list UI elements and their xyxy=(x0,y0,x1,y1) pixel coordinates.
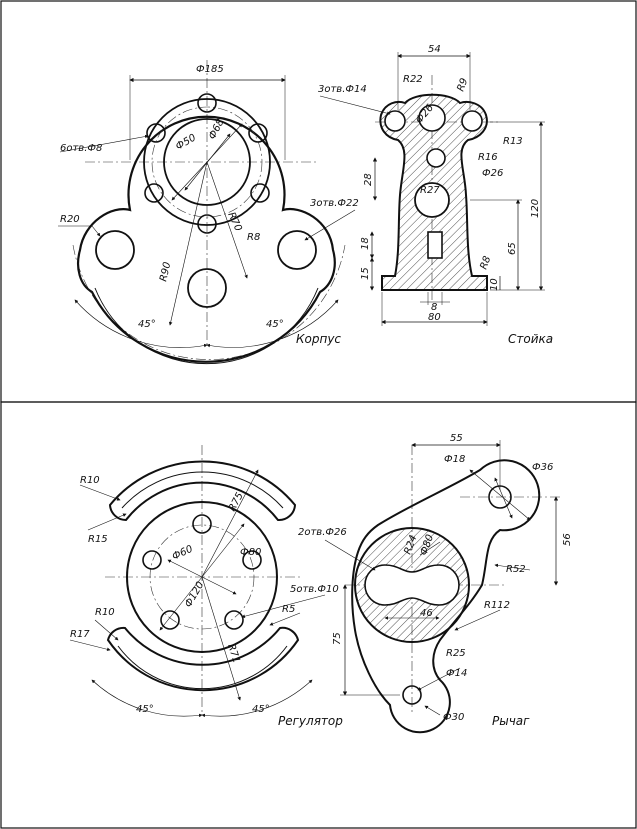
stoyka-dim-3-holes: 3отв.Ф14 xyxy=(318,84,367,95)
stoyka-dim-w54: 54 xyxy=(428,44,441,55)
rychag-dim-d18: Ф18 xyxy=(444,454,465,465)
stoyka-dim-h28: 28 xyxy=(363,173,374,186)
korpus-dim-r8: R8 xyxy=(247,232,260,243)
stoyka-dim-h10: 10 xyxy=(489,278,500,291)
regulyator-dim-angle-left: 45° xyxy=(136,704,154,715)
stoyka-dim-r13: R13 xyxy=(503,136,523,147)
rychag-dim-d36: Ф36 xyxy=(532,462,553,473)
korpus-ring xyxy=(143,98,271,226)
korpus-dim-d185: Ф185 xyxy=(196,64,224,75)
stoyka-dim-h120: 120 xyxy=(530,199,541,218)
rychag-dim-h75: 75 xyxy=(332,632,343,645)
stoyka-dim-r22: R22 xyxy=(403,74,423,85)
regulyator-dim-d120: Ф120 xyxy=(183,580,206,609)
regulyator-dim-5-holes: 5отв.Ф10 xyxy=(290,584,339,595)
regulyator-dim-r10-bottom: R10 xyxy=(95,607,115,618)
rychag-slot xyxy=(364,564,460,606)
korpus-large-hole xyxy=(277,230,317,270)
stoyka-dim-w8: 8 xyxy=(431,302,437,313)
stoyka-slot xyxy=(427,231,443,259)
regulyator-dim-r17: R17 xyxy=(70,629,90,640)
korpus-hole xyxy=(250,183,270,203)
regulyator-dim-r15: R15 xyxy=(88,534,108,545)
korpus-dim-6-holes: 6отв.Ф8 xyxy=(60,143,102,154)
korpus-hole xyxy=(144,183,164,203)
regulyator-caption: Регулятор xyxy=(278,714,343,728)
korpus-large-hole xyxy=(95,230,135,270)
korpus-dim-angle-right: 45° xyxy=(266,319,284,330)
rychag-outline xyxy=(351,459,541,734)
korpus-dim-3-holes: 3отв.Ф22 xyxy=(310,198,359,209)
korpus-dim-d50: Ф50 xyxy=(174,132,198,152)
rychag-caption: Рычаг xyxy=(492,714,530,728)
stoyka-hole-right xyxy=(461,110,483,132)
rychag-dim-w46: 46 xyxy=(420,608,433,619)
rychag-dim-r52: R52 xyxy=(506,564,526,575)
regulyator-dim-angle-right: 45° xyxy=(252,704,270,715)
korpus-caption: Корпус xyxy=(296,332,341,346)
korpus-hole xyxy=(197,93,217,113)
rychag-bottom-eye xyxy=(402,685,422,705)
korpus-hole xyxy=(248,123,268,143)
regulyator-dim-r10-top: R10 xyxy=(80,475,100,486)
regulyator-upper-arm xyxy=(108,460,297,522)
bottom-panel-frame xyxy=(0,401,637,829)
korpus-dim-r20: R20 xyxy=(60,214,80,225)
korpus-hole xyxy=(197,214,217,234)
rychag-dim-2-holes: 2отв.Ф26 xyxy=(298,527,347,538)
regulyator-drawing: R10 R15 R75 Ф60 Ф80 Ф120 5отв.Ф10 R5 R10… xyxy=(69,445,343,728)
regulyator-hole xyxy=(224,610,244,630)
stoyka-hole-large xyxy=(414,182,450,218)
stoyka-caption: Стойка xyxy=(508,332,553,346)
stoyka-hole-mid xyxy=(426,148,446,168)
stoyka-dim-r8: R8 xyxy=(478,255,493,271)
stoyka-dim-w80: 80 xyxy=(428,312,441,323)
stoyka-drawing: 54 R22 R9 3отв.Ф14 Ф26 R13 R16 Ф26 R27 2… xyxy=(318,44,553,346)
regulyator-dim-r5: R5 xyxy=(282,604,295,615)
korpus-outline xyxy=(76,115,336,363)
stoyka-dim-h15: 15 xyxy=(360,267,371,280)
rychag-dim-d30: Ф30 xyxy=(443,712,464,723)
stoyka-hole-top xyxy=(418,104,446,132)
korpus-hole xyxy=(146,123,166,143)
korpus-drawing: Ф185 Ф68 Ф50 6отв.Ф8 3отв.Ф22 R20 R70 R8… xyxy=(58,60,359,365)
regulyator-dim-d60: Ф60 xyxy=(171,544,195,563)
stoyka-dim-h65: 65 xyxy=(507,242,518,255)
rychag-dim-r25: R25 xyxy=(446,648,466,659)
regulyator-lower-arm xyxy=(106,626,300,692)
korpus-dim-angle-left: 45° xyxy=(138,319,156,330)
stoyka-dim-r9: R9 xyxy=(455,77,470,93)
stoyka-dim-r27: R27 xyxy=(420,185,440,196)
rychag-dim-d14: Ф14 xyxy=(446,668,467,679)
regulyator-disc xyxy=(126,501,278,653)
korpus-dim-r90: R90 xyxy=(158,261,173,283)
regulyator-hole xyxy=(160,610,180,630)
korpus-bore xyxy=(163,118,251,206)
regulyator-hole xyxy=(142,550,162,570)
regulyator-dim-r75: R75 xyxy=(227,491,246,514)
stoyka-dim-d26: Ф26 xyxy=(482,168,503,179)
stoyka-dim-h18: 18 xyxy=(360,237,371,250)
stoyka-dim-r16: R16 xyxy=(478,152,498,163)
rychag-dim-h56: 56 xyxy=(562,533,573,546)
rychag-drawing: 55 Ф18 Ф36 2отв.Ф26 R24 Ф80 56 R52 46 R1… xyxy=(298,433,573,734)
stoyka-hole-left xyxy=(384,110,406,132)
rychag-dim-w55: 55 xyxy=(450,433,463,444)
regulyator-dim-d80: Ф80 xyxy=(240,547,261,558)
rychag-dim-r112: R112 xyxy=(484,600,510,611)
korpus-dim-d68: Ф68 xyxy=(207,117,227,141)
